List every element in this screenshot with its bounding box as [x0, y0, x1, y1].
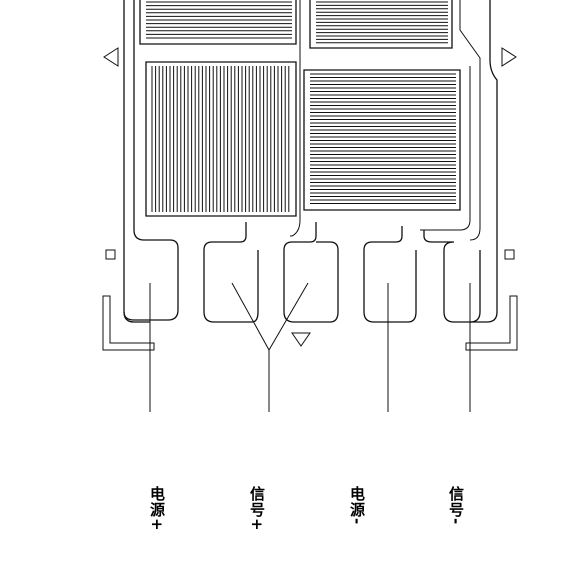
- label-power-plus: 电源+: [148, 486, 166, 532]
- label-signal-minus: 信号-: [447, 486, 465, 526]
- grid-top-left: [146, 1, 292, 39]
- pad-power-minus: [363, 226, 417, 323]
- alignment-triangle-left: [103, 47, 119, 67]
- pad-signal-minus: [423, 230, 481, 323]
- grid-top-right: [316, 1, 448, 44]
- corner-mark-right: [465, 295, 518, 351]
- lead-path-left: [123, 0, 179, 321]
- grid-frame-top-left: [139, 0, 297, 45]
- pad-signal-plus-right: [283, 222, 339, 323]
- wire-signal-plus-left: [231, 282, 270, 351]
- grid-middle-right: [310, 73, 456, 204]
- trace-center: [290, 0, 301, 237]
- carrier-outline-right: [470, 0, 498, 323]
- grid-frame-middle-left: [145, 61, 297, 217]
- grid-frame-middle-right: [303, 69, 461, 211]
- alignment-mark-right: [504, 249, 515, 260]
- alignment-mark-left: [105, 249, 116, 260]
- corner-mark-left: [102, 295, 155, 351]
- label-power-minus: 电源-: [348, 486, 366, 526]
- grid-frame-top-right: [309, 0, 453, 49]
- wire-signal-plus-right: [268, 282, 309, 351]
- label-signal-plus: 信号+: [248, 486, 266, 532]
- alignment-triangle-right: [501, 47, 517, 67]
- pad-signal-plus-left: [203, 222, 259, 323]
- trace-right-mid: [420, 66, 471, 231]
- trace-right-upper: [459, 0, 481, 241]
- alignment-triangle-bottom: [291, 332, 311, 347]
- grid-middle-left: [151, 66, 290, 212]
